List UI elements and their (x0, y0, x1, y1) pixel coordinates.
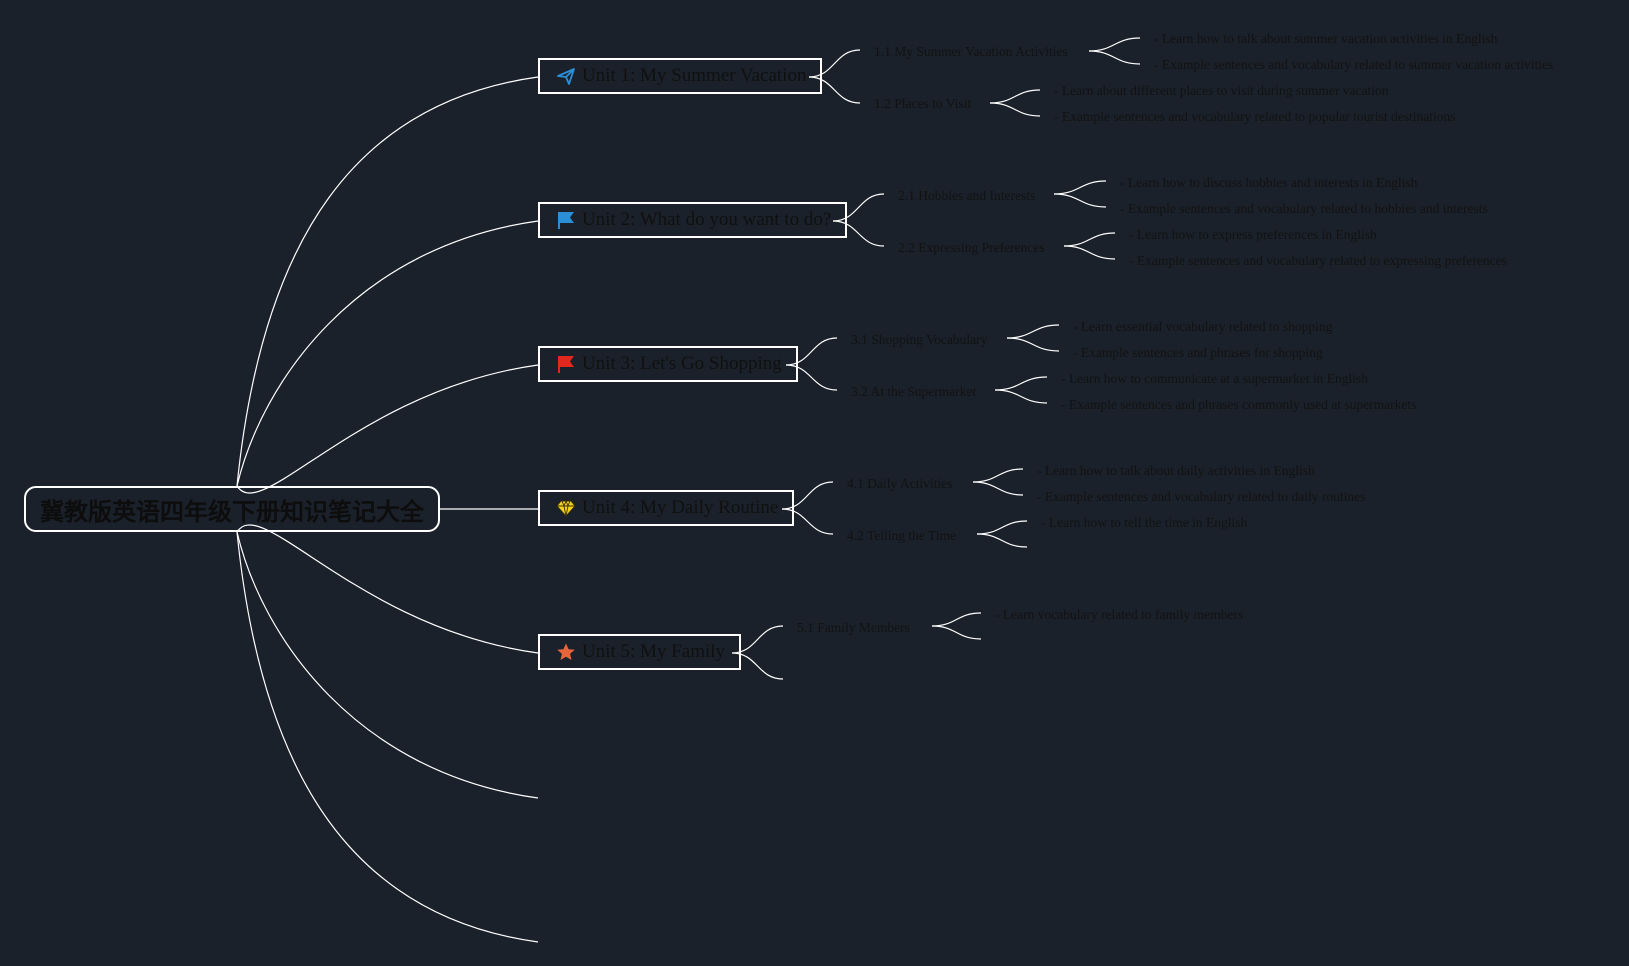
leaf-1-1-a[interactable]: - Learn how to talk about summer vacatio… (1154, 31, 1498, 46)
subtopic-3-2[interactable]: 3.2 At the Supermarket (851, 384, 977, 399)
leaf-bracket-9-upper (931, 612, 982, 627)
root-topic[interactable]: 冀教版英语四年级下册知识笔记大全 (24, 486, 440, 532)
unit-1-label: Unit 1: My Summer Vacation (582, 65, 807, 86)
leaf-3-1-a[interactable]: - Learn essential vocabulary related to … (1073, 319, 1333, 334)
leaf-bracket-1-lower (1088, 50, 1141, 65)
leaf-3-2-b[interactable]: - Example sentences and phrases commonly… (1061, 397, 1417, 412)
root-connector-3 (236, 364, 539, 494)
unit-1-fork-lower (808, 76, 861, 104)
leaf-2-1-a[interactable]: - Learn how to discuss hobbies and inter… (1120, 175, 1418, 190)
leaf-3-2-a[interactable]: - Learn how to communicate at a supermar… (1061, 371, 1369, 386)
unit-5-node[interactable]: Unit 5: My Family (538, 634, 742, 670)
leaf-bracket-3-upper (1053, 180, 1107, 195)
root-connector-6 (236, 531, 539, 799)
root-connector-5 (236, 524, 539, 654)
leaf-3-1-b[interactable]: - Example sentences and phrases for shop… (1073, 345, 1323, 360)
red-flag-icon (556, 354, 576, 374)
subtopic-3-1[interactable]: 3.1 Shopping Vocabulary (851, 332, 988, 347)
subtopic-5-1[interactable]: 5.1 Family Members (797, 620, 910, 635)
leaf-bracket-6-upper (994, 376, 1048, 391)
leaf-2-1-b[interactable]: - Example sentences and vocabulary relat… (1120, 201, 1488, 216)
leaf-bracket-8-upper (976, 520, 1028, 535)
subtopic-4-1[interactable]: 4.1 Daily Activities (847, 476, 953, 491)
unit-5-label: Unit 5: My Family (582, 641, 726, 662)
diamond-icon (556, 498, 576, 518)
unit-3-fork-upper (785, 337, 838, 366)
leaf-5-1-a[interactable]: - Learn vocabulary related to family mem… (995, 607, 1244, 622)
root-connector-1 (236, 76, 539, 487)
root-title: 冀教版英语四年级下册知识笔记大全 (40, 497, 424, 526)
leaf-bracket-9-lower (931, 625, 982, 640)
leaf-bracket-4-lower (1063, 245, 1116, 260)
unit-2-fork-lower (832, 220, 885, 247)
subtopic-1-1[interactable]: 1.1 My Summer Vacation Activities (874, 44, 1068, 59)
unit-4-node[interactable]: Unit 4: My Daily Routine (538, 490, 795, 526)
leaf-bracket-4-upper (1063, 232, 1116, 247)
leaf-bracket-8-lower (976, 533, 1028, 548)
leaf-bracket-2-lower (989, 102, 1041, 117)
leaf-bracket-1-upper (1088, 37, 1141, 52)
subtopic-2-1[interactable]: 2.1 Hobbies and Interests (898, 188, 1036, 203)
unit-2-fork-upper (832, 193, 885, 222)
blue-flag-icon (556, 210, 576, 230)
leaf-4-1-a[interactable]: - Learn how to talk about daily activiti… (1037, 463, 1315, 478)
leaf-bracket-2-upper (989, 89, 1041, 104)
root-connector-7 (236, 531, 539, 943)
leaf-bracket-5-lower (1006, 337, 1060, 352)
unit-1-node[interactable]: Unit 1: My Summer Vacation (538, 58, 823, 94)
subtopic-1-2[interactable]: 1.2 Places to Visit (874, 96, 972, 111)
star-icon (556, 642, 576, 662)
leaf-4-1-b[interactable]: - Example sentences and vocabulary relat… (1037, 489, 1366, 504)
subtopic-2-2[interactable]: 2.2 Expressing Preferences (898, 240, 1045, 255)
unit-2-label: Unit 2: What do you want to do? (582, 209, 832, 230)
leaf-bracket-7-lower (972, 481, 1024, 496)
unit-2-node[interactable]: Unit 2: What do you want to do? (538, 202, 848, 238)
unit-3-fork-lower (785, 364, 838, 391)
unit-4-fork-lower (781, 508, 834, 535)
leaf-bracket-5-upper (1006, 324, 1060, 339)
unit-1-fork-upper (808, 49, 861, 78)
unit-5-fork-lower (731, 652, 784, 680)
leaf-bracket-6-lower (994, 389, 1048, 404)
unit-3-node[interactable]: Unit 3: Let's Go Shopping (538, 346, 798, 382)
leaf-bracket-7-upper (972, 468, 1024, 483)
leaf-1-2-b[interactable]: - Example sentences and vocabulary relat… (1054, 109, 1456, 124)
unit-4-label: Unit 4: My Daily Routine (582, 497, 779, 518)
leaf-1-2-a[interactable]: - Learn about different places to visit … (1054, 83, 1389, 98)
unit-4-fork-upper (781, 481, 834, 510)
leaf-4-2-a[interactable]: - Learn how to tell the time in English (1041, 515, 1248, 530)
leaf-2-2-a[interactable]: - Learn how to express preferences in En… (1129, 227, 1377, 242)
leaf-2-2-b[interactable]: - Example sentences and vocabulary relat… (1129, 253, 1507, 268)
paper-plane-icon (556, 66, 576, 86)
root-connector-2 (236, 220, 539, 487)
leaf-bracket-3-lower (1053, 193, 1107, 208)
unit-5-fork-upper (731, 625, 784, 654)
leaf-1-1-b[interactable]: - Example sentences and vocabulary relat… (1154, 57, 1554, 72)
subtopic-4-2[interactable]: 4.2 Telling the Time (847, 528, 957, 543)
unit-3-label: Unit 3: Let's Go Shopping (582, 353, 782, 374)
